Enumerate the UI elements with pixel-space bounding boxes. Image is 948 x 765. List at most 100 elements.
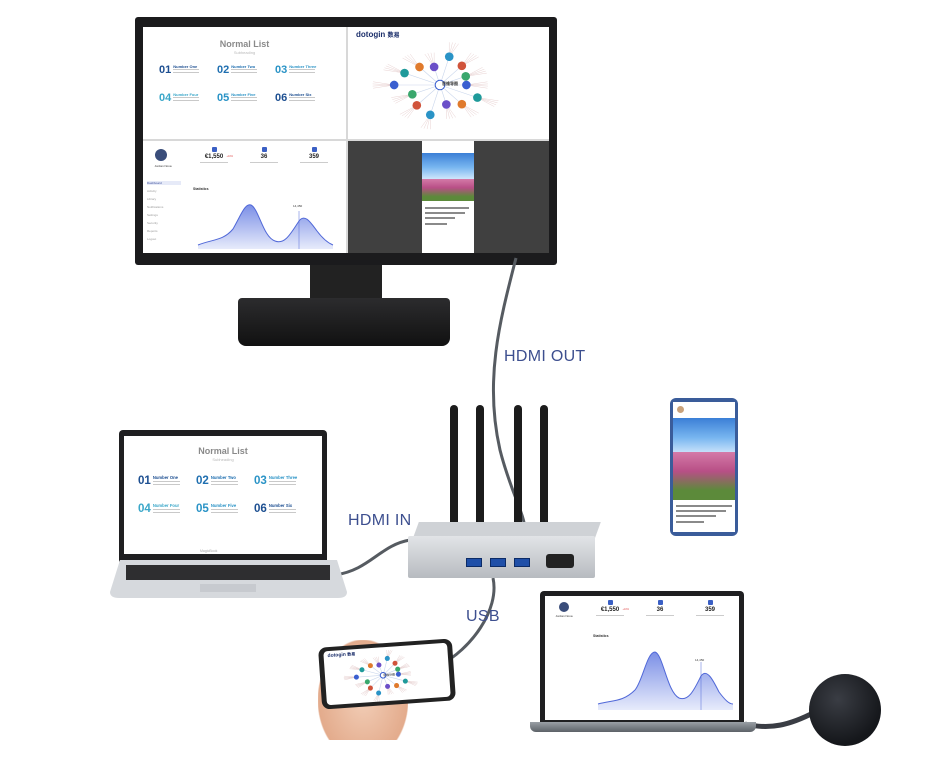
list-item-description	[231, 69, 258, 76]
mindmap-center-node	[434, 79, 446, 91]
list-item-description	[152, 480, 181, 487]
list-item-name: Number Five	[210, 503, 237, 508]
mindmap-center-node	[379, 671, 387, 679]
monitor-neck	[310, 265, 382, 301]
mindmap-node	[444, 52, 454, 61]
profile-name: Jordan Nova	[154, 164, 172, 168]
stat-value: 36	[656, 607, 664, 613]
mindmap-node	[402, 678, 408, 684]
sidebar-item[interactable]: Library	[147, 197, 157, 201]
usb-label: USB	[466, 608, 500, 625]
list-item-number: 04	[159, 92, 172, 104]
normal-list-title: Normal List	[198, 446, 248, 456]
mindmap-node	[408, 90, 417, 99]
list-item-description	[210, 508, 239, 515]
power-button-icon	[546, 554, 574, 568]
sidebar-item[interactable]: Activity	[147, 189, 157, 193]
stat-icon	[707, 600, 713, 605]
screen-divider-vertical	[346, 27, 348, 253]
sidebar-item[interactable]: Notifications	[147, 205, 164, 209]
statistics-chart	[197, 204, 334, 249]
sidebar-item[interactable]: Logout	[147, 237, 157, 241]
wifi-antenna-icon	[450, 405, 458, 527]
stat-icon	[657, 600, 663, 605]
profile-name: Jordan Nova	[555, 614, 573, 618]
list-item-description	[289, 69, 316, 76]
list-item-description	[210, 480, 239, 487]
sidebar-item[interactable]: Reports	[147, 229, 158, 233]
list-item-number: 05	[217, 92, 230, 104]
mindmap-node	[376, 690, 382, 696]
mindmap-graph	[343, 649, 418, 702]
mindmap-node	[384, 655, 390, 661]
mindmap-node	[473, 93, 482, 102]
list-item-description	[173, 97, 200, 104]
normal-list-subtitle: Subheading	[212, 457, 234, 462]
list-item-number: 02	[217, 64, 230, 76]
list-item-name: Number Five	[231, 92, 256, 97]
avatar	[155, 149, 167, 161]
router	[408, 536, 595, 578]
wifi-antenna-icon	[514, 405, 522, 527]
mirrored-phone-screen	[422, 141, 474, 253]
wifi-antenna-icon	[540, 405, 548, 527]
sidebar-item[interactable]: Settings	[147, 213, 158, 217]
mindmap-panel: dotogin 数易 思维导图	[348, 27, 549, 139]
list-item-number: 03	[275, 64, 288, 76]
list-item-number: 03	[254, 475, 267, 487]
list-item-name: Number Two	[210, 475, 236, 480]
mindmap-logo: dotogin 数易	[356, 30, 400, 39]
stat-card: 359	[291, 147, 337, 163]
list-item-name: Number Three	[268, 475, 298, 480]
mindmap-node	[392, 660, 398, 666]
list-item-description	[231, 97, 258, 104]
stat-card: 36	[637, 600, 683, 616]
avatar	[559, 602, 569, 612]
list-item-description	[173, 69, 200, 76]
mindmap-node	[385, 683, 391, 689]
stat-card: 36	[241, 147, 287, 163]
hdmi-out-label: HDMI OUT	[504, 348, 586, 365]
list-item-description	[152, 508, 181, 515]
laptop-base	[110, 560, 347, 598]
handheld-phone-screen: dotogin 数易 思维导图	[323, 642, 451, 706]
mindmap-node	[415, 62, 424, 72]
mindmap-node	[364, 679, 370, 685]
mindmap-node	[376, 662, 382, 668]
mindmap-node	[412, 101, 422, 110]
list-item-description	[268, 508, 297, 515]
list-item-description	[289, 97, 316, 104]
avatar	[677, 406, 684, 413]
stat-value: 359	[704, 607, 715, 613]
stat-icon	[211, 147, 217, 152]
statistics-title: Statistics	[593, 634, 609, 638]
list-item-number: 06	[254, 503, 267, 515]
list-item-name: Number Four	[152, 503, 180, 508]
monitor-stand	[238, 298, 450, 346]
sidebar-item[interactable]: Security	[147, 221, 158, 225]
sidebar-item[interactable]: Dashboard	[147, 181, 181, 185]
wireless-dongle	[809, 674, 881, 746]
list-item-description	[268, 480, 297, 487]
list-item-name: Number Six	[289, 92, 312, 97]
peak-label: 14,450	[293, 204, 303, 208]
stat-card: 359	[687, 600, 733, 616]
statistics-title: Statistics	[193, 187, 209, 191]
list-item-name: Number Two	[231, 64, 256, 69]
hdmi-in-label: HDMI IN	[348, 512, 412, 529]
mindmap-node	[394, 683, 400, 689]
stat-badge: +10%	[622, 608, 629, 611]
